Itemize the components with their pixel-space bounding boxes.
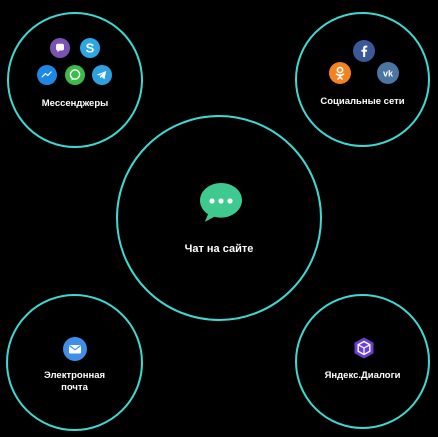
mail-icon (63, 337, 87, 361)
facebook-icon (353, 40, 375, 62)
skype-icon: S (80, 38, 100, 58)
whatsapp-icon (65, 65, 85, 85)
yandex-dialogs-label: Яндекс.Диалоги (324, 370, 401, 381)
chat-bubble-icon (199, 181, 243, 223)
social-networks-node[interactable]: vk Социальные сети (295, 12, 430, 147)
site-chat-label: Чат на сайте (184, 243, 254, 255)
svg-text:S: S (86, 41, 95, 56)
yandex-dialogs-icon (352, 336, 376, 360)
email-node[interactable]: Электронная почта (6, 294, 143, 431)
email-label-line2: почта (61, 382, 88, 393)
email-label-line1: Электронная (43, 370, 106, 381)
svg-text:vk: vk (383, 69, 394, 79)
messenger-icon (37, 65, 57, 85)
odnoklassniki-icon (329, 62, 351, 84)
telegram-icon (92, 65, 112, 85)
viber-icon (50, 38, 70, 58)
messengers-label: Мессенджеры (41, 98, 109, 109)
messengers-node[interactable]: S Мессенджеры (7, 12, 143, 148)
site-chat-node[interactable]: Чат на сайте (116, 115, 322, 321)
social-networks-label: Социальные сети (320, 96, 405, 107)
yandex-dialogs-node[interactable]: Яндекс.Диалоги (295, 294, 430, 429)
vk-icon: vk (377, 62, 399, 84)
